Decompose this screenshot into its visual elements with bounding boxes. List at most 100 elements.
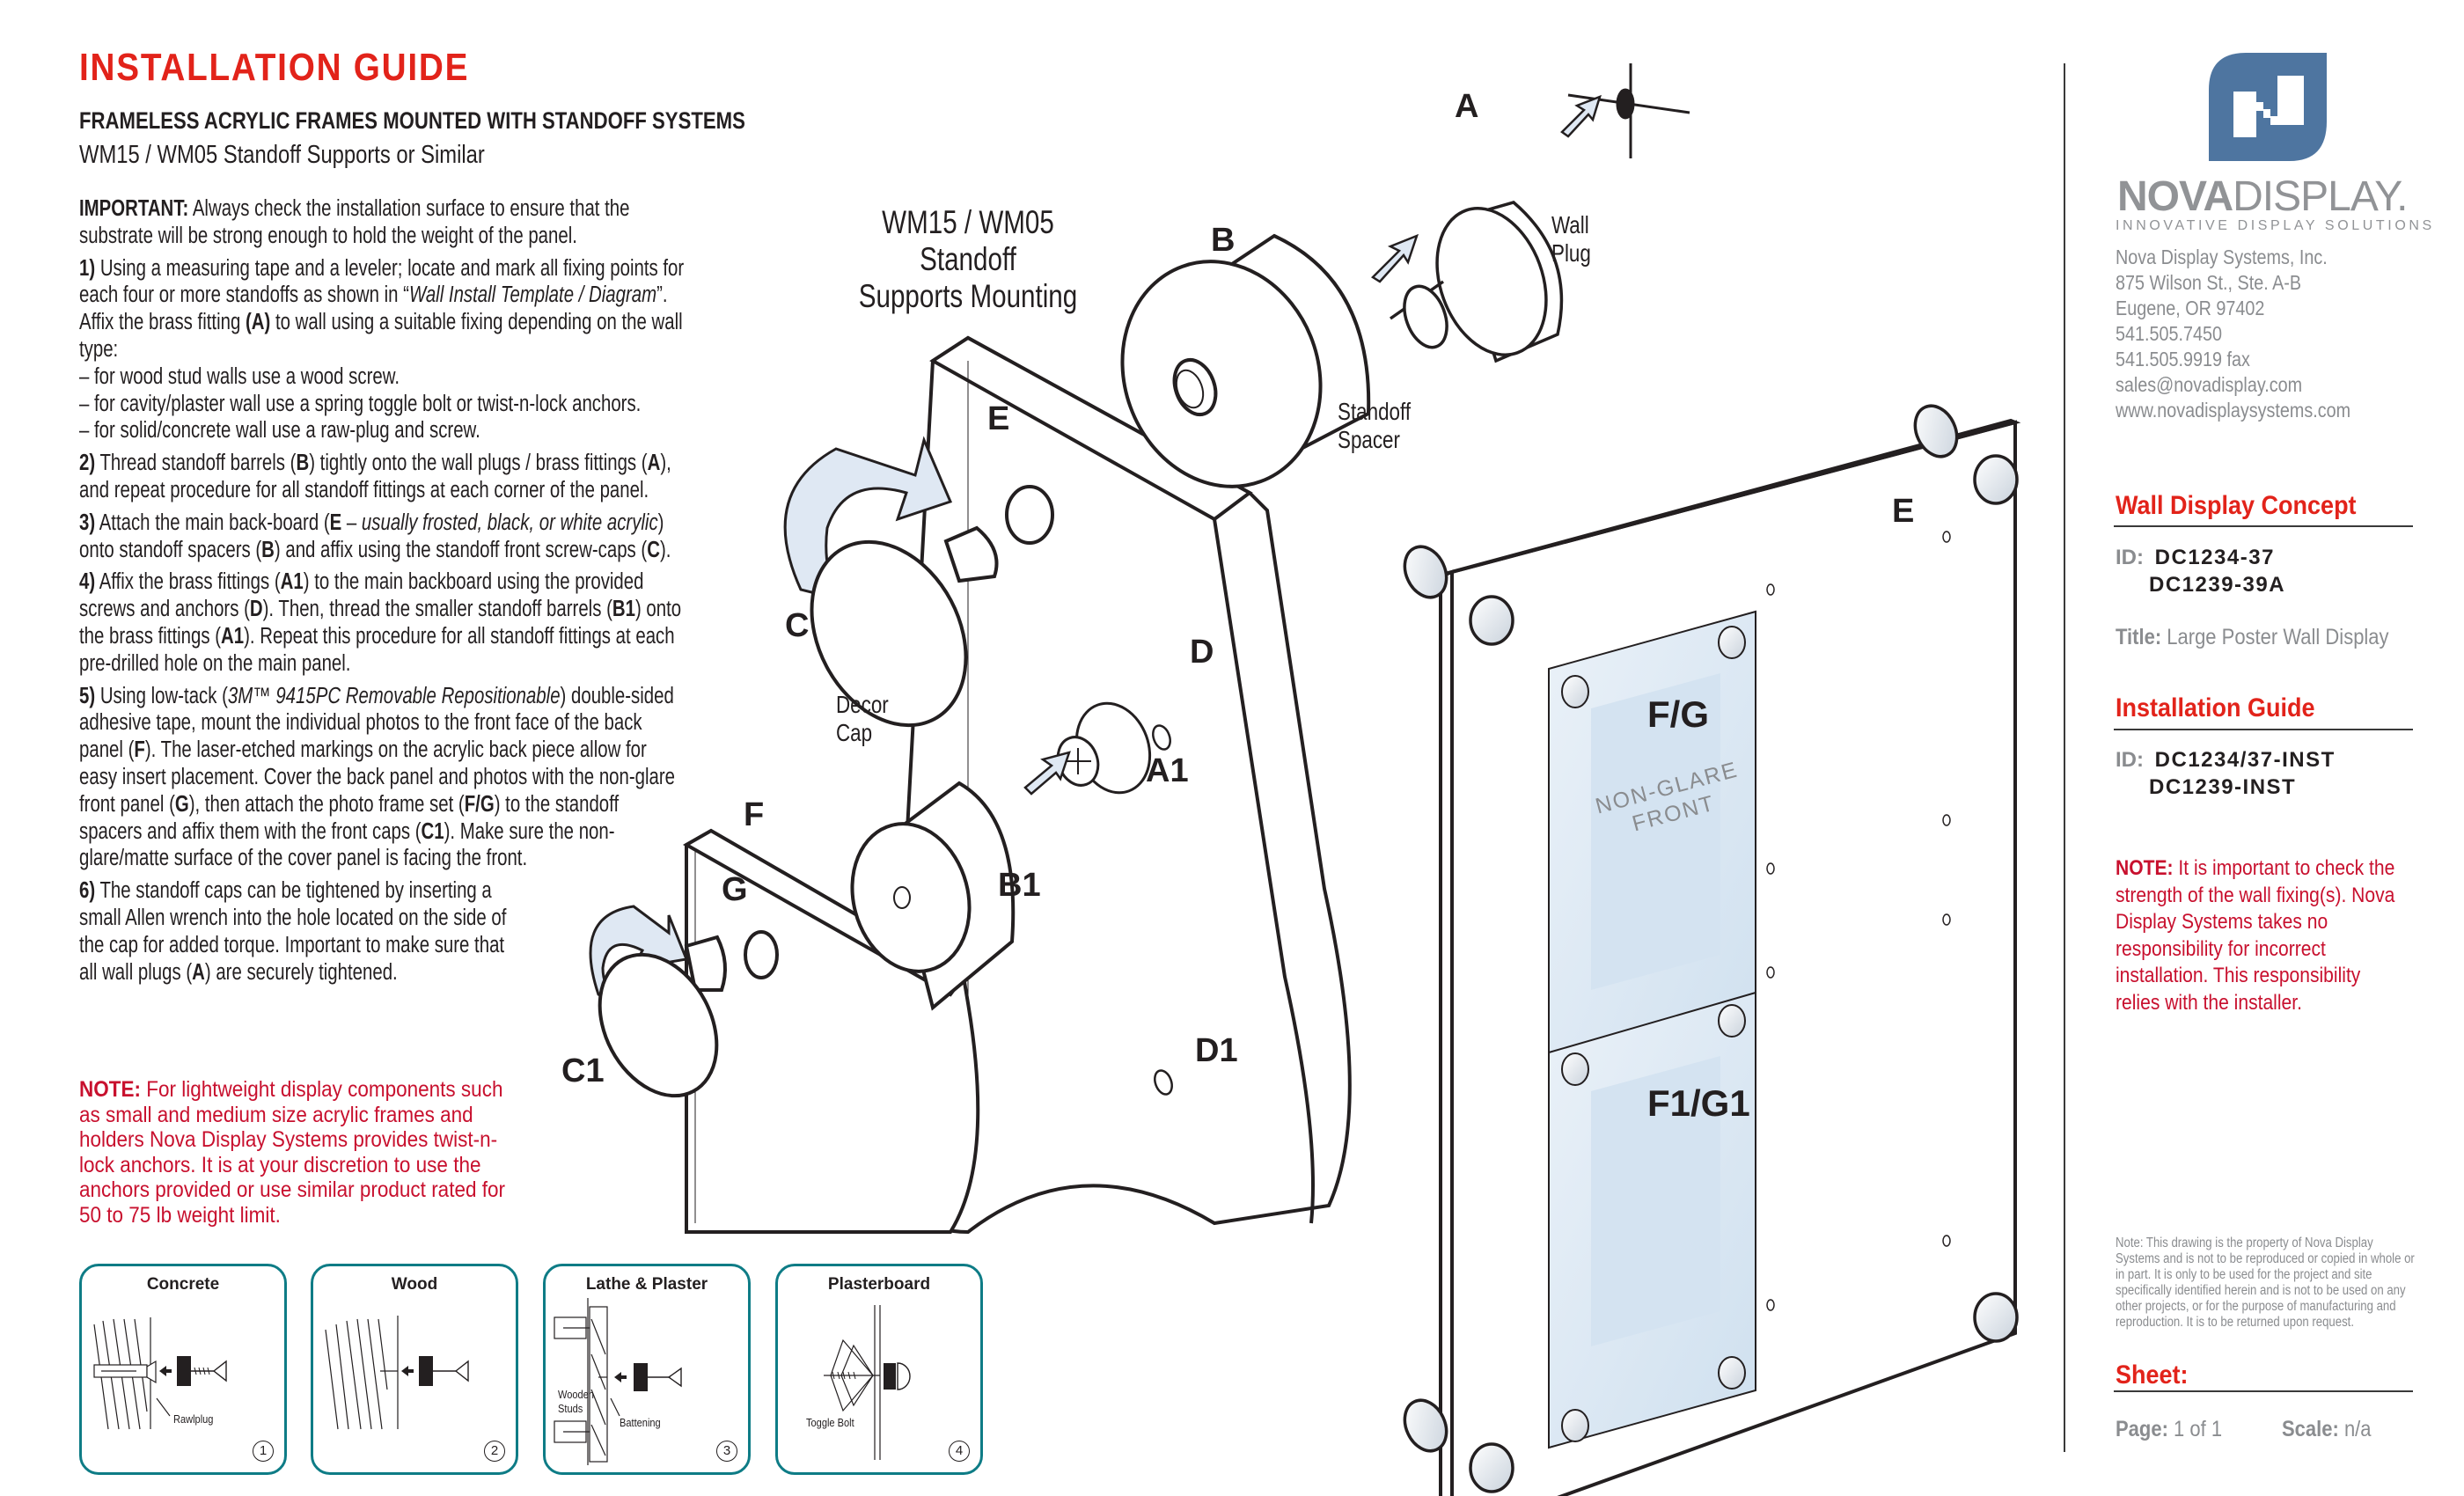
instructions: IMPORTANT: Always check the installation…	[79, 195, 685, 991]
label-b1: B1	[998, 867, 1041, 904]
guide-rule	[2114, 729, 2413, 730]
step-text: ), then attach the photo frame set (	[188, 791, 465, 817]
step-3: 3) Attach the main back-board (E – usual…	[79, 510, 685, 564]
label-c: C	[785, 607, 810, 644]
title-label: Title:	[2116, 625, 2162, 649]
battening-label: Battening	[620, 1416, 661, 1429]
mounting-title: WM15 / WM05 Standoff Supports Mounting	[848, 204, 1088, 315]
step-4: 4) Affix the brass fittings (A1) to the …	[79, 568, 685, 677]
step-text: ) onto the brass fittings (	[79, 597, 682, 649]
step-text: ). Repeat this procedure for all standof…	[79, 623, 675, 676]
step-text: Using a measuring tape and a leveler; lo…	[79, 255, 685, 308]
label-fg: F/G	[1647, 693, 1709, 735]
company-website-link[interactable]: www.novadisplaysystems.com	[2116, 399, 2351, 422]
part-ref: B	[261, 537, 275, 562]
label-b: B	[1211, 222, 1236, 259]
label-a: A	[1455, 88, 1479, 125]
concept-heading: Wall Display Concept	[2116, 491, 2357, 520]
logo-wordmark: NOVADISPLAY.	[2117, 172, 2409, 221]
wall-type-lathe-plaster: Lathe & Plaster Wooden Studs Battening 3	[543, 1264, 751, 1475]
company-phone: 541.505.7450	[2116, 322, 2223, 345]
mounting-title-line: WM15 / WM05 Standoff	[882, 204, 1054, 277]
brass-fitting-a1	[1056, 701, 1152, 795]
standoff-spacer-caption: Standoff Spacer	[1338, 398, 1411, 454]
title-value: Large Poster Wall Display	[2161, 625, 2389, 649]
wooden-studs-label: Wooden	[558, 1388, 594, 1401]
part-ref: F	[134, 737, 145, 763]
responsibility-note: NOTE: It is important to check the stren…	[2116, 855, 2395, 1016]
guide-id: DC1234/37-INST	[2154, 748, 2336, 772]
label-c1: C1	[561, 1052, 605, 1089]
legal-notice: Note: This drawing is the property of No…	[2116, 1236, 2415, 1330]
direction-arrow-icon	[1023, 94, 1602, 796]
note-text: For lightweight display components such …	[79, 1077, 505, 1228]
wall-type-bullet: – for wood stud walls use a wood screw.	[79, 363, 400, 389]
anchor-d	[1152, 724, 1171, 751]
mounting-title-line: Supports Mounting	[858, 278, 1078, 314]
id-label: ID:	[2116, 748, 2144, 772]
step-text: Using low-tack (	[95, 683, 228, 708]
wall-type-title: Wood	[391, 1275, 438, 1294]
concept-rule	[2114, 525, 2413, 527]
page-label: Page:	[2116, 1417, 2168, 1441]
wall-type-concrete: Concrete Rawlplug 1	[79, 1264, 287, 1475]
caption-line: Standoff	[1338, 398, 1412, 425]
company-email-link[interactable]: sales@novadisplay.com	[2116, 373, 2303, 396]
wall-type-title: Plasterboard	[827, 1275, 931, 1294]
product-subtitle: WM15 / WM05 Standoff Supports or Similar	[79, 141, 485, 169]
wall-type-title: Concrete	[146, 1275, 220, 1294]
important-text: Always check the installation surface to…	[79, 196, 630, 248]
frame-fg	[1548, 610, 1756, 1111]
label-a1: A1	[1146, 752, 1189, 789]
step-text: The standoff caps can be tightened by in…	[79, 878, 507, 985]
decor-cap-c1	[598, 935, 727, 1098]
page-value: 1 of 1	[2167, 1417, 2223, 1441]
step-2: 2) Thread standoff barrels (B) tightly o…	[79, 450, 685, 504]
frame-f1g1	[1548, 991, 1756, 1449]
step-italic: Wall Install Template / Diagram	[408, 282, 657, 308]
predrilled-holes	[1766, 531, 1951, 1311]
caption-line: Decor	[836, 691, 889, 718]
guide-ids: ID: DC1234/37-INST DC1239-INST	[2116, 746, 2336, 801]
scale-label: Scale:	[2282, 1417, 2339, 1441]
label-d1: D1	[1195, 1032, 1238, 1069]
wooden-studs-label: Studs	[558, 1402, 583, 1415]
concept-id: DC1234-37	[2154, 546, 2275, 569]
decor-cap-caption: Decor Cap	[836, 691, 889, 747]
step-5: 5) Using low-tack (3M™ 9415PC Removable …	[79, 683, 685, 873]
page-title: INSTALLATION GUIDE	[79, 46, 470, 89]
part-ref: D	[249, 597, 263, 622]
part-ref: B1	[612, 597, 635, 622]
wall-plug-caption: Wall Plug	[1551, 211, 1591, 268]
decor-cap-c	[810, 525, 999, 728]
guide-heading: Installation Guide	[2116, 693, 2315, 722]
wall-type-number: 2	[484, 1441, 505, 1462]
step-text: Thread standoff barrels (	[95, 451, 297, 476]
step-1: 1) Using a measuring tape and a leveler;…	[79, 255, 685, 445]
id-label: ID:	[2116, 546, 2144, 569]
page-indicator: Page: 1 of 1	[2116, 1417, 2222, 1442]
rawlplug-label: Rawlplug	[173, 1412, 214, 1426]
step-number: 6)	[79, 878, 96, 904]
standoff-barrel-b1	[850, 781, 1016, 1011]
wall-type-number: 3	[716, 1441, 737, 1462]
company-address: 875 Wilson St., Ste. A-B	[2116, 271, 2302, 294]
step-text: ”. Affix the brass fitting	[79, 282, 668, 335]
wall-type-bullet: – for cavity/plaster wall use a spring t…	[79, 391, 642, 416]
part-ref: A1	[221, 623, 245, 649]
wood-screw-illustration	[325, 1316, 469, 1430]
step-text: ). Then, thread the smaller standoff bar…	[262, 597, 612, 622]
step-text: ) tightly onto the wall plugs / brass fi…	[309, 451, 648, 476]
wall-plug-a	[1389, 201, 1564, 363]
rotate-arrow-icon	[783, 436, 953, 601]
toggle-bolt-label: Toggle Bolt	[806, 1416, 854, 1429]
backboard-standoff-caps	[1403, 404, 2019, 1493]
company-city: Eugene, OR 97402	[2116, 297, 2265, 319]
step-text: ).	[659, 537, 671, 562]
part-ref: (A)	[245, 310, 271, 335]
label-f1g1: F1/G1	[1647, 1082, 1750, 1124]
wall-type-plasterboard: Plasterboard Toggle Bolt 4	[775, 1264, 983, 1475]
step-number: 4)	[79, 569, 96, 595]
step-italic: usually frosted, black, or white acrylic	[361, 510, 658, 535]
logo-tagline: INNOVATIVE DISPLAY SOLUTIONS	[2116, 218, 2435, 233]
